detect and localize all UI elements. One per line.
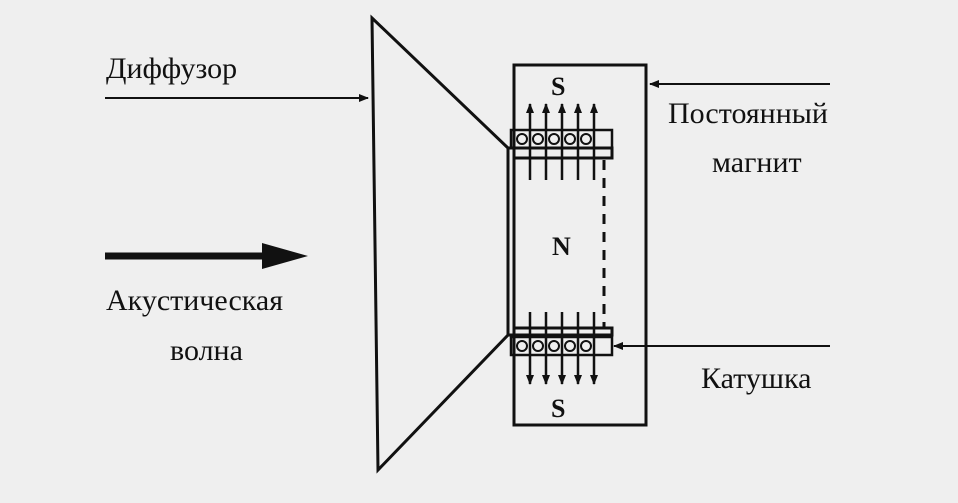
- pole-label-bottom: S: [551, 394, 566, 423]
- acoustic-wave-arrow-head: [262, 243, 308, 269]
- magnet-label-line1: Постоянный: [668, 97, 828, 130]
- wave-label-line1: Акустическая: [106, 284, 283, 317]
- pole-label-middle: N: [552, 232, 571, 261]
- wave-label-line2: волна: [170, 334, 243, 367]
- magnet-label-line2: магнит: [712, 146, 802, 179]
- diffuser-label: Диффузор: [106, 52, 238, 85]
- central-pole-piece: [508, 146, 614, 337]
- field-lines-bottom: [526, 312, 598, 385]
- coil-bottom-turns: [516, 340, 592, 352]
- coil-label: Катушка: [701, 362, 812, 395]
- permanent-magnet-body: [512, 63, 648, 427]
- coil-top-turns: [516, 133, 592, 145]
- diffuser-cone: [370, 14, 510, 474]
- field-lines-top: [526, 103, 598, 180]
- pole-label-top: S: [551, 72, 566, 101]
